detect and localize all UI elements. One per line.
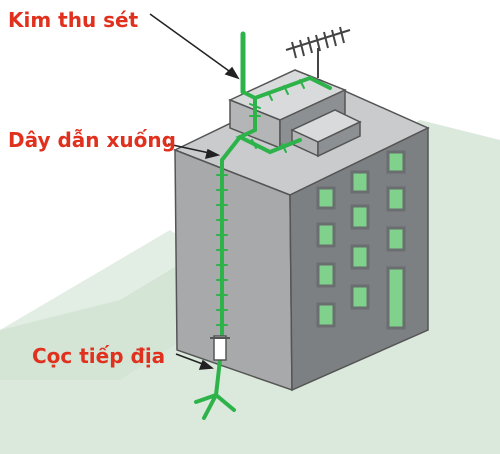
label-lightning-rod: Kim thu sét [8, 8, 139, 32]
window [386, 226, 406, 252]
lightning-conductor [214, 31, 332, 397]
tv-antenna-icon [285, 26, 351, 78]
leader-lines [149, 13, 240, 370]
ground-rod-icon [210, 335, 230, 361]
arrow-down-icon [194, 393, 236, 420]
leader-arrow-down [204, 148, 221, 160]
window [316, 186, 336, 210]
window [386, 186, 406, 212]
window-grid [316, 150, 406, 330]
window [350, 244, 370, 270]
window [316, 262, 336, 288]
window [316, 302, 336, 328]
leader-arrow-ground [198, 359, 214, 370]
leader-line-down [167, 143, 215, 155]
label-ground-rod: Cọc tiếp địa [32, 344, 166, 368]
down-conductor [220, 135, 242, 337]
window [350, 204, 370, 230]
leader-line-rod [149, 13, 237, 77]
window [350, 170, 370, 194]
label-down-conductor: Dây dẫn xuống [8, 128, 176, 152]
window [316, 222, 336, 248]
conductor-ticks [216, 79, 305, 326]
leader-arrow-rod [224, 66, 240, 80]
door [386, 266, 406, 330]
rooftop-box-small [290, 109, 362, 158]
window [386, 150, 406, 174]
ground-lead [214, 358, 222, 397]
window [350, 284, 370, 310]
rooftop-conductor [241, 75, 332, 101]
